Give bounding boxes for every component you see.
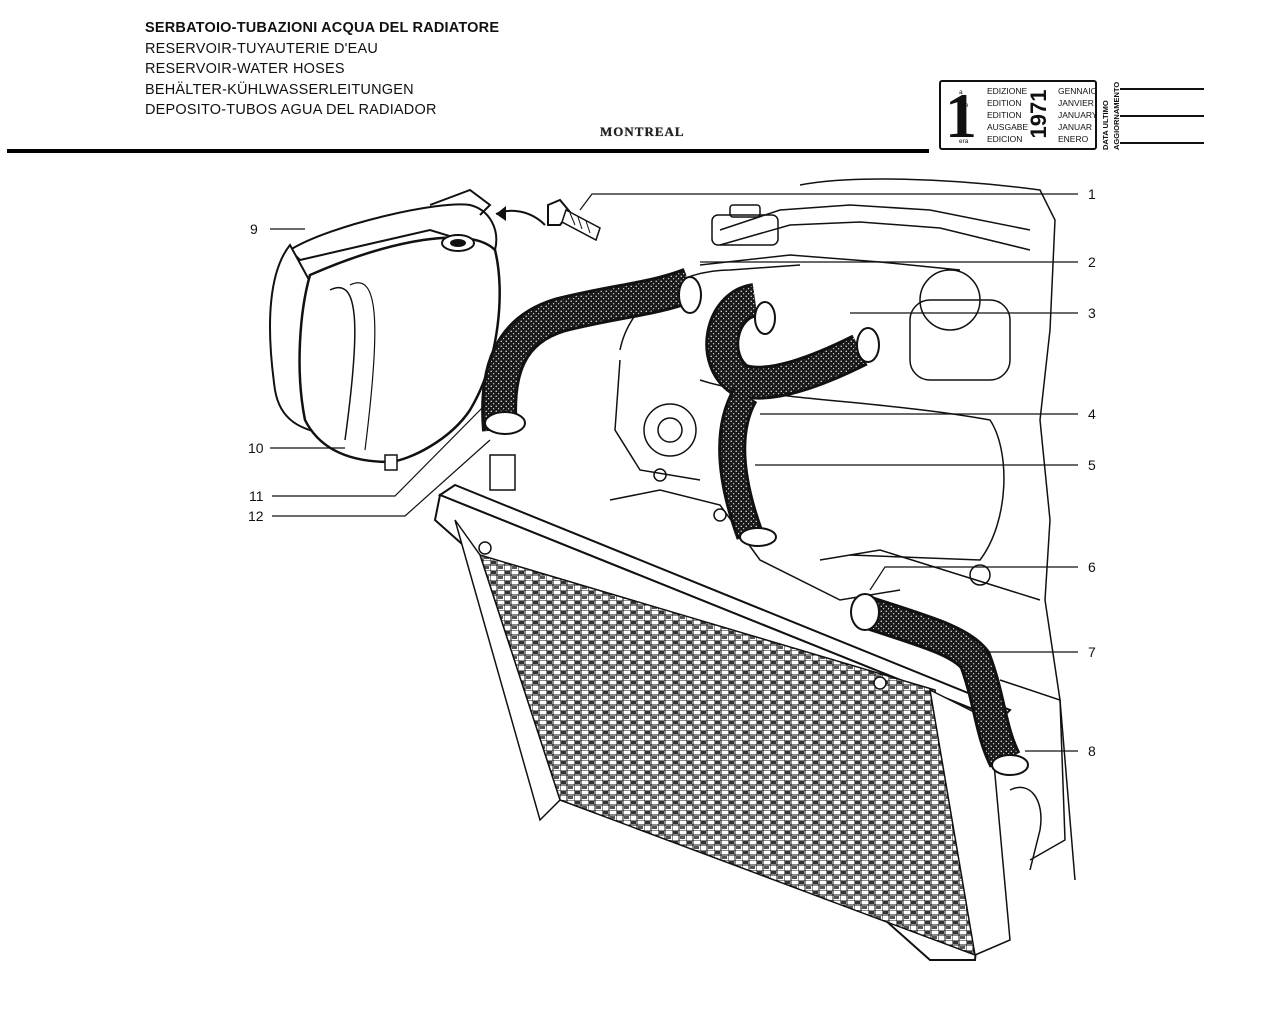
title-french: RESERVOIR-TUYAUTERIE D'EAU (145, 40, 379, 57)
edition-label: EDITION (987, 98, 1022, 108)
model-logo: MONTREAL (600, 124, 685, 139)
edition-month: JANUARY (1058, 110, 1098, 120)
edition-label: EDIZIONE (987, 86, 1028, 96)
engine-block (609, 178, 1076, 881)
update-line (1120, 142, 1204, 144)
edition-suffix: a (959, 89, 963, 96)
hoses (481, 268, 1021, 768)
callout-5: 5 (1088, 457, 1096, 473)
callout-6: 6 (1088, 559, 1096, 575)
update-line (1120, 115, 1204, 117)
callout-1: 1 (1088, 186, 1096, 202)
header-rule (7, 149, 929, 153)
edition-month: JANVIER (1058, 98, 1094, 108)
callout-8: 8 (1088, 743, 1096, 759)
edition-label: EDITION (987, 110, 1022, 120)
update-line (1120, 88, 1204, 90)
edition-suffix: st (959, 114, 965, 121)
callout-12: 12 (248, 508, 264, 524)
radiator (433, 454, 1042, 961)
title-block: SERBATOIO-TUBAZIONI ACQUA DEL RADIATORE … (145, 18, 499, 121)
reservoir-tank (269, 188, 501, 471)
edition-month: JANUAR (1058, 122, 1093, 132)
edition-suffix: era (959, 138, 969, 145)
title-english: RESERVOIR-WATER HOSES (145, 61, 345, 77)
edition-suffix: . (959, 126, 961, 133)
edition-suffix: ere (959, 102, 969, 109)
callout-10: 10 (248, 440, 264, 456)
callout-4: 4 (1088, 406, 1096, 422)
leader-lines (270, 193, 1078, 752)
callout-11: 11 (249, 488, 264, 504)
title-german: BEHÄLTER-KÜHLWASSERLEITUNGEN (145, 81, 414, 98)
hose-clamps (484, 276, 1029, 776)
title-spanish: DEPOSITO-TUBOS AGUA DEL RADIADOR (145, 102, 437, 118)
callout-9: 9 (250, 221, 258, 237)
bolt-screw (495, 198, 601, 242)
title-italian: SERBATOIO-TUBAZIONI ACQUA DEL RADIATORE (145, 20, 500, 36)
edition-month: GENNAIO (1058, 86, 1098, 96)
callout-3: 3 (1088, 305, 1096, 321)
edition-label: AUSGABE (987, 122, 1029, 132)
edition-box: 1 a ere st . era EDIZIONE EDITION EDITIO… (939, 80, 1098, 151)
edition-label: EDICION (987, 134, 1023, 144)
edition-month: ENERO (1058, 134, 1089, 144)
callout-7: 7 (1088, 644, 1096, 660)
callout-2: 2 (1088, 254, 1096, 270)
edition-number: 1 (945, 80, 977, 151)
